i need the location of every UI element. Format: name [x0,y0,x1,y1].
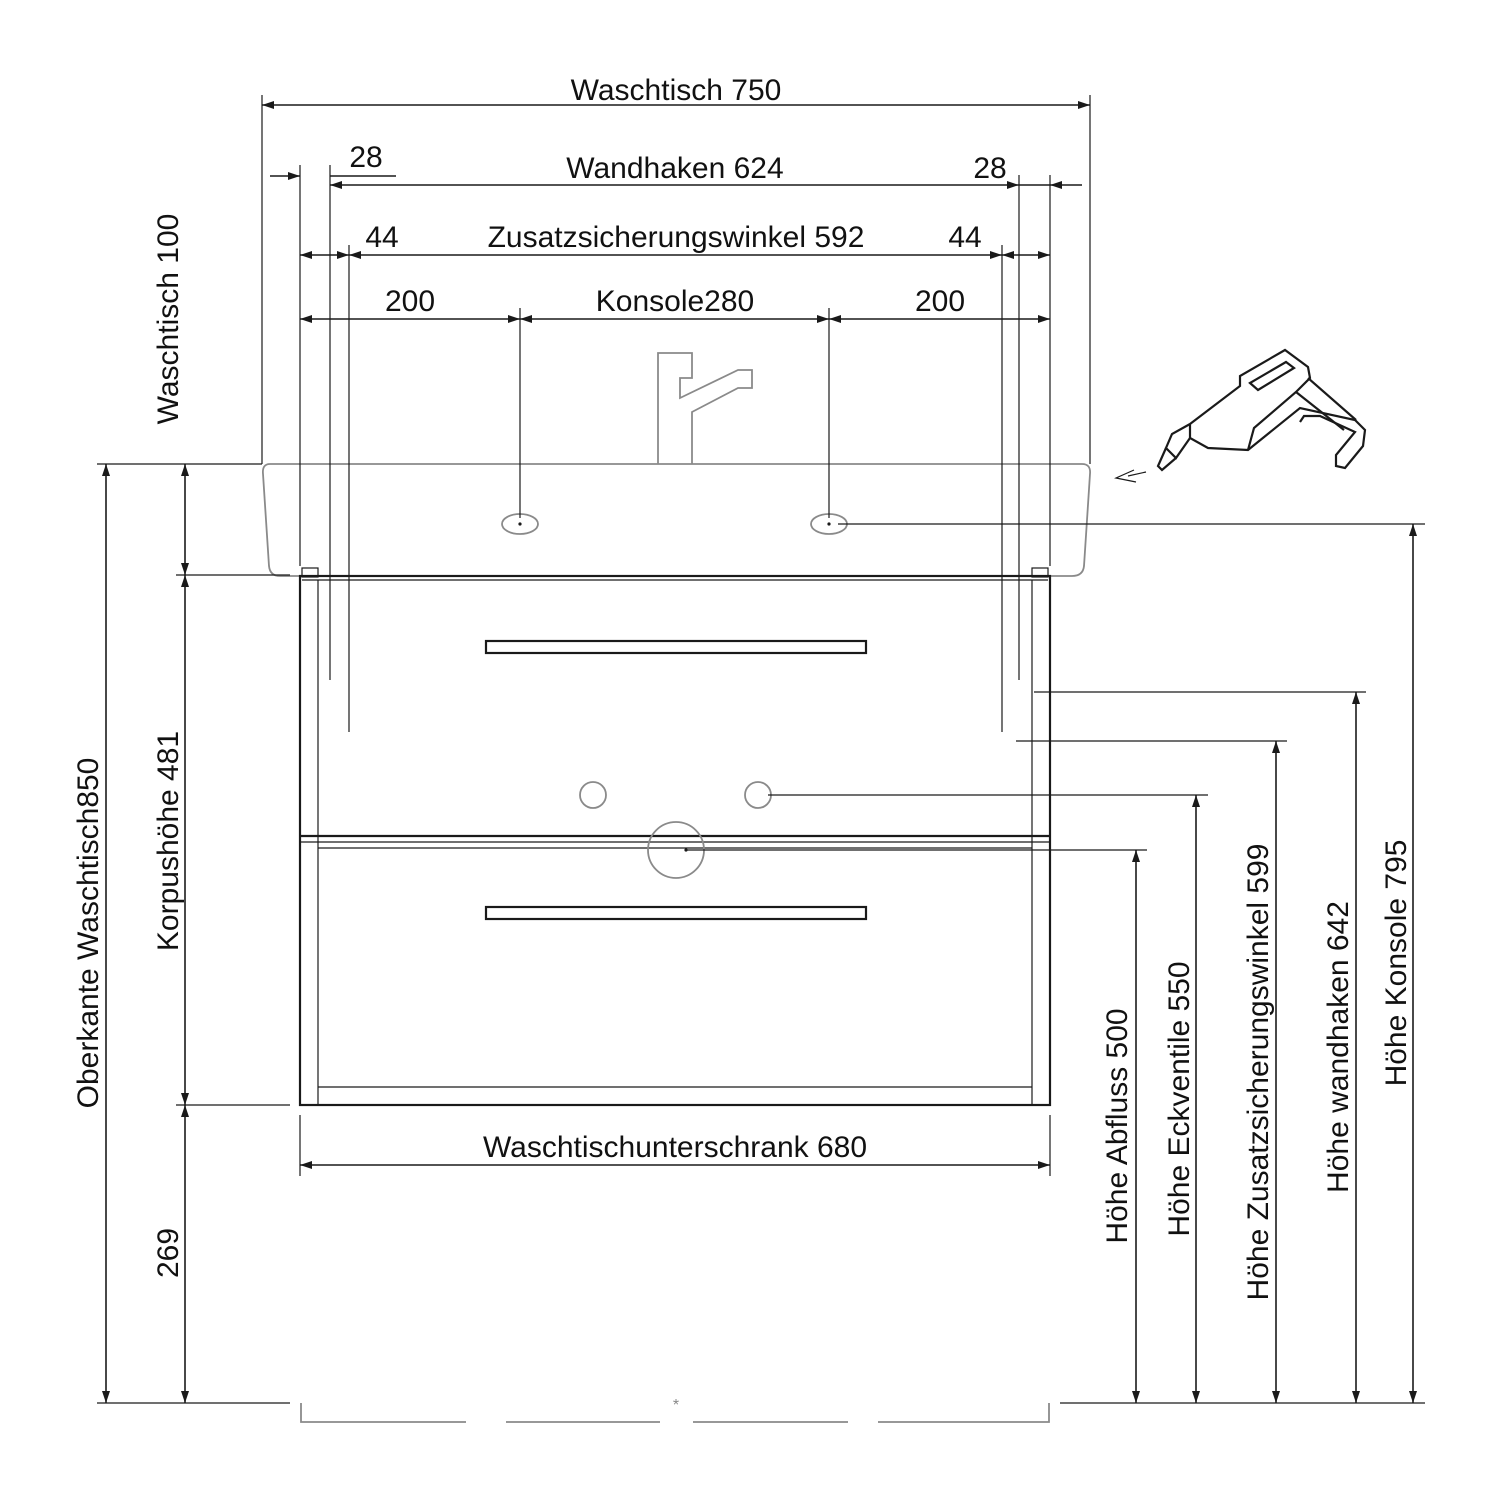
faucet-icon [657,352,753,464]
drill-icon [1114,348,1367,483]
dim-konsole: 200 Konsole280 200 [300,285,1050,323]
dim-konsole-hoehe: Höhe Konsole 795 [1380,524,1417,1403]
valve-hole-right [744,781,772,809]
label-konsole-right: 200 [915,285,965,318]
dim-wandhaken-hoehe: Höhe wandhaken 642 [1322,692,1360,1403]
label-sockel: 269 [152,1228,185,1278]
basin-outline [261,463,1091,577]
arrow-left-icon [1114,469,1147,483]
vanity-cabinet [298,567,1052,1107]
label-wandhaken-left: 28 [349,141,382,174]
label-zusatz-hoehe: Höhe Zusatzsicherungswinkel 599 [1242,844,1275,1301]
label-wandhaken: Wandhaken 624 [566,152,783,185]
dim-zusatzsicherung: Zusatzsicherungswinkel 592 44 44 [300,221,1050,259]
label-zusatz-left: 44 [365,221,398,254]
dim-zusatz-hoehe: Höhe Zusatzsicherungswinkel 599 [1242,741,1280,1403]
basin [261,352,1091,577]
label-konsole-left: 200 [385,285,435,318]
label-zusatzsicherung: Zusatzsicherungswinkel 592 [488,221,865,254]
dim-oberkante: Oberkante Waschtisch850 [72,464,110,1403]
label-waschtisch-width: Waschtisch 750 [571,74,782,107]
label-wandhaken-right: 28 [973,152,1006,185]
label-wandhaken-hoehe: Höhe wandhaken 642 [1322,901,1355,1193]
label-eckventile: Höhe Eckventile 550 [1163,961,1196,1236]
dim-sockel: 269 [152,1105,189,1403]
cabinet-body [298,574,1052,1107]
dim-eckventile: Höhe Eckventile 550 [1163,795,1200,1403]
label-waschtisch-hoehe: Waschtisch 100 [152,214,185,425]
label-konsole: Konsole280 [596,285,754,318]
label-oberkante: Oberkante Waschtisch850 [72,758,105,1109]
extension-lines [261,95,1091,1176]
right-extension-lines [686,523,1425,1404]
dim-korpushoehe: Korpushöhe 481 [152,575,189,1105]
floor: * [300,1397,1050,1423]
valve-hole-left [579,781,607,809]
svg-text:*: * [673,1397,679,1414]
label-zusatz-right: 44 [948,221,981,254]
dim-waschtisch-width: Waschtisch 750 [262,74,1090,109]
dim-wandhaken: Wandhaken 624 28 28 [270,141,1082,189]
left-extension-lines [97,463,290,1404]
drawer-handle-top [484,639,868,655]
label-unterschrank: Waschtischunterschrank 680 [483,1131,867,1164]
dim-abfluss: Höhe Abfluss 500 [1101,850,1140,1403]
dim-unterschrank: Waschtischunterschrank 680 [300,1131,1050,1169]
label-konsole-hoehe: Höhe Konsole 795 [1380,840,1413,1087]
label-korpushoehe: Korpushöhe 481 [152,731,185,951]
drawer-handle-bottom [484,905,868,921]
label-abfluss: Höhe Abfluss 500 [1101,1008,1134,1243]
dim-waschtisch-hoehe: Waschtisch 100 [152,214,189,575]
